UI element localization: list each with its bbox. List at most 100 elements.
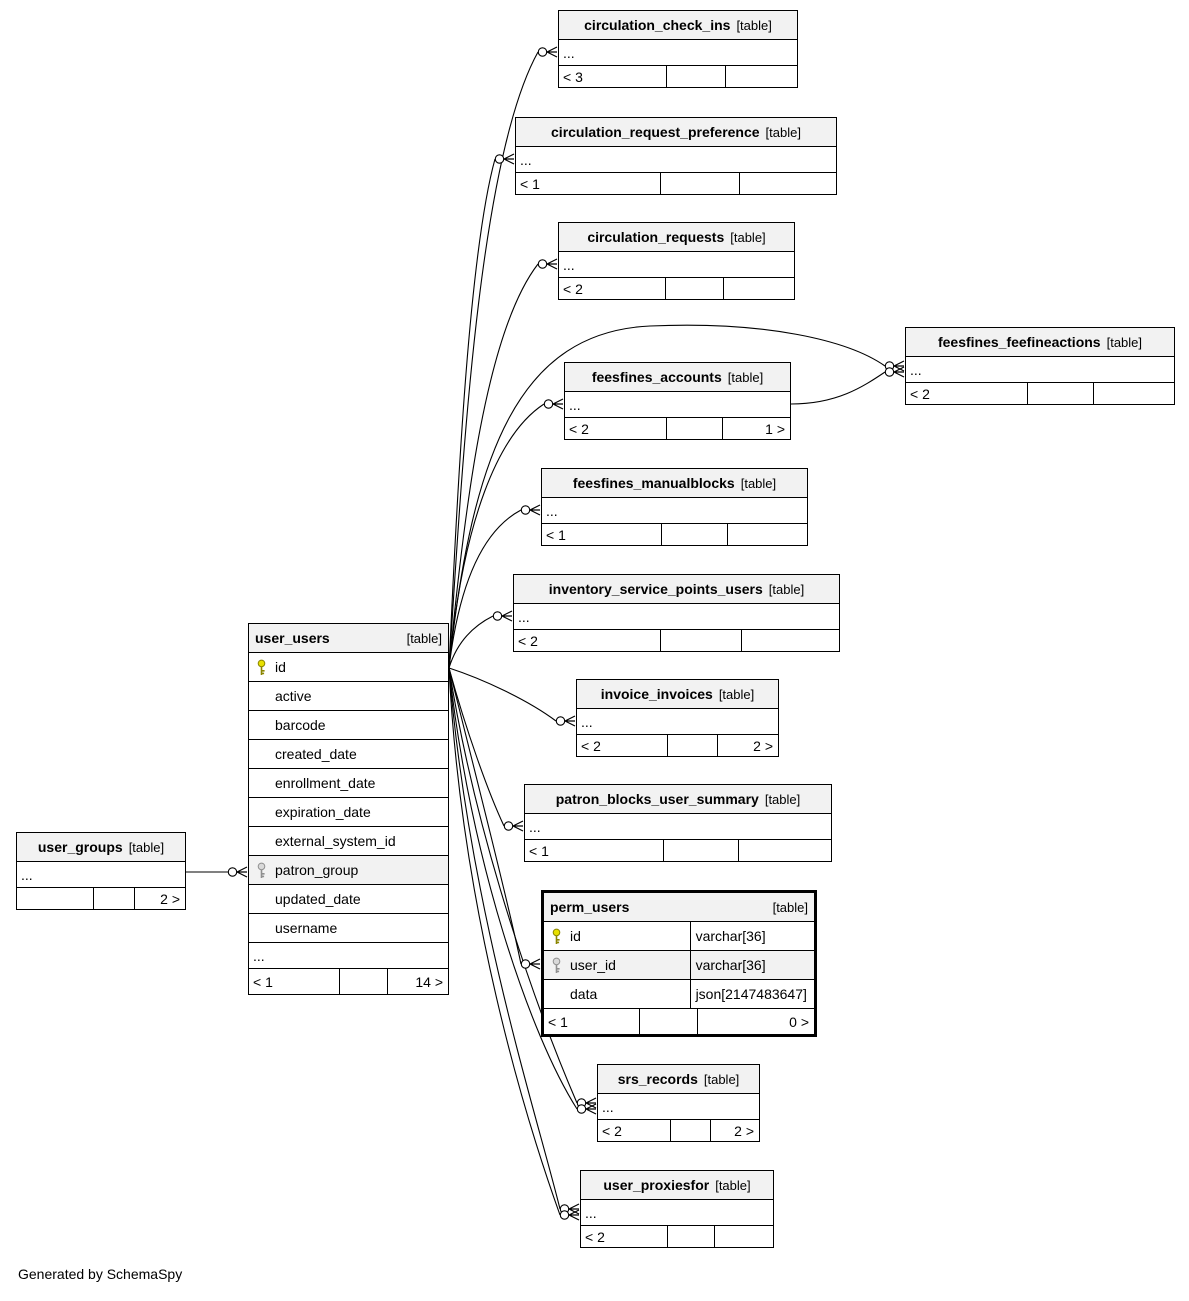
column-label: patron_group [275,862,359,878]
column-row-expiration-date: expiration_date [249,797,448,826]
column-row-updated-date: updated_date [249,884,448,913]
column-label: active [275,688,312,704]
column-label: barcode [275,717,326,733]
table-tag: [table] [730,229,766,245]
column-row-active: active [249,681,448,710]
table-footer: < 3 [559,65,797,87]
crow-foot-marker [568,1209,580,1221]
relationship-edge [448,667,557,722]
crow-foot-marker [236,866,248,878]
table-circulation-check-ins[interactable]: circulation_check_ins [table] ... < 3 [558,10,798,88]
fk-count: < 2 [602,1122,622,1139]
column-label: expiration_date [275,804,371,820]
column-label: username [275,920,338,936]
table-name: circulation_check_ins [584,17,731,33]
table-footer: < 2 [581,1225,773,1247]
table-perm-users[interactable]: perm_users [table] id varchar[36] user_i… [541,890,817,1037]
table-circulation-request-preference[interactable]: circulation_request_preference [table] .… [515,117,837,195]
table-tag: [table] [740,475,777,491]
table-user-users[interactable]: user_users [table] id active barcode cre… [248,623,449,995]
footer-mid-cell [338,969,389,994]
footer-mid-cell [666,418,723,439]
table-name: circulation_request_preference [551,124,760,140]
zero-circle-marker [520,505,531,515]
table-circulation-requests[interactable]: circulation_requests [table] ... < 2 [558,222,795,300]
ref-count [739,840,831,861]
table-tag: [table] [715,1177,751,1193]
crow-foot-marker [503,153,515,165]
table-footer: < 2 2 > [598,1119,759,1141]
fk-count: < 1 [520,175,540,192]
table-name: feesfines_accounts [591,369,722,385]
table-footer: < 2 [514,629,839,651]
column-row-created-date: created_date [249,739,448,768]
footer-mid-cell [670,1120,711,1141]
table-header: patron_blocks_user_summary [table] [525,785,831,813]
table-header: circulation_requests [table] [559,223,794,251]
table-feesfines-feefineactions[interactable]: feesfines_feefineactions [table] ... < 2 [905,327,1175,405]
ref-count: 2 > [160,890,180,907]
fk-count: < 3 [563,68,583,85]
table-name: user_proxiesfor [603,1177,710,1193]
relationship-edge [448,403,545,669]
zero-circle-marker [884,367,895,377]
crow-foot-marker [529,504,541,516]
zero-circle-marker [576,1104,587,1114]
crow-foot-marker [501,610,513,622]
crow-foot-marker [568,1203,580,1215]
ref-count [728,524,808,545]
column-row-barcode: barcode [249,710,448,739]
ref-count: 2 > [753,737,773,754]
table-tag: [table] [406,630,442,646]
relationship-edge [448,667,522,965]
table-footer: < 1 14 > [249,968,448,994]
relationship-edge [790,371,886,405]
relationship-edge [448,263,539,669]
zero-circle-marker [559,1210,570,1220]
table-invoice-invoices[interactable]: invoice_invoices [table] ... < 2 2 > [576,679,779,757]
fk-count: < 1 [253,973,273,990]
table-user-groups[interactable]: user_groups [table] ... 2 > [16,832,186,910]
table-header: inventory_service_points_users [table] [514,575,839,603]
table-feesfines-accounts[interactable]: feesfines_accounts [table] ... < 2 1 > [564,362,791,440]
zero-circle-marker [555,716,566,726]
table-tag: [table] [128,839,165,855]
zero-circle-marker [503,821,514,831]
table-name: circulation_requests [587,229,725,245]
table-user-proxiesfor[interactable]: user_proxiesfor [table] ... < 2 [580,1170,774,1248]
table-footer: < 1 [542,523,807,545]
columns-ellipsis: ... [598,1093,759,1119]
footer-mid-cell [638,1009,698,1034]
footer-mid-cell [662,840,740,861]
ref-count: 2 > [734,1122,754,1139]
relationship-edge [448,667,578,1110]
table-inventory-service-points-users[interactable]: inventory_service_points_users [table] .… [513,574,840,652]
table-header: circulation_check_ins [table] [559,11,797,39]
fk-count: < 1 [546,526,566,543]
table-name: feesfines_feefineactions [937,334,1101,350]
relationship-edge [448,667,561,1210]
table-name: user_groups [37,839,123,855]
column-label: data [570,986,598,1002]
table-footer: < 1 [525,839,831,861]
columns-ellipsis: ... [906,356,1174,382]
columns-ellipsis: ... [581,1199,773,1225]
table-header: feesfines_feefineactions [table] [906,328,1174,356]
footer-mid-cell [660,630,742,651]
table-tag: [table] [764,791,801,807]
ref-count [742,630,840,651]
zero-circle-marker [537,259,548,269]
table-name: inventory_service_points_users [548,581,763,597]
foreign-key-icon [551,957,562,974]
table-patron-blocks-user-summary[interactable]: patron_blocks_user_summary [table] ... <… [524,784,832,862]
relationship-edge [448,324,886,669]
table-name: srs_records [617,1071,698,1087]
column-row-username: username [249,913,448,942]
table-header: feesfines_manualblocks [table] [542,469,807,497]
table-feesfines-manualblocks[interactable]: feesfines_manualblocks [table] ... < 1 [541,468,808,546]
column-label: updated_date [275,891,361,907]
ref-count [1094,383,1174,404]
table-srs-records[interactable]: srs_records [table] ... < 2 2 > [597,1064,760,1142]
footer-mid-cell [666,66,726,87]
ref-count [724,278,795,299]
